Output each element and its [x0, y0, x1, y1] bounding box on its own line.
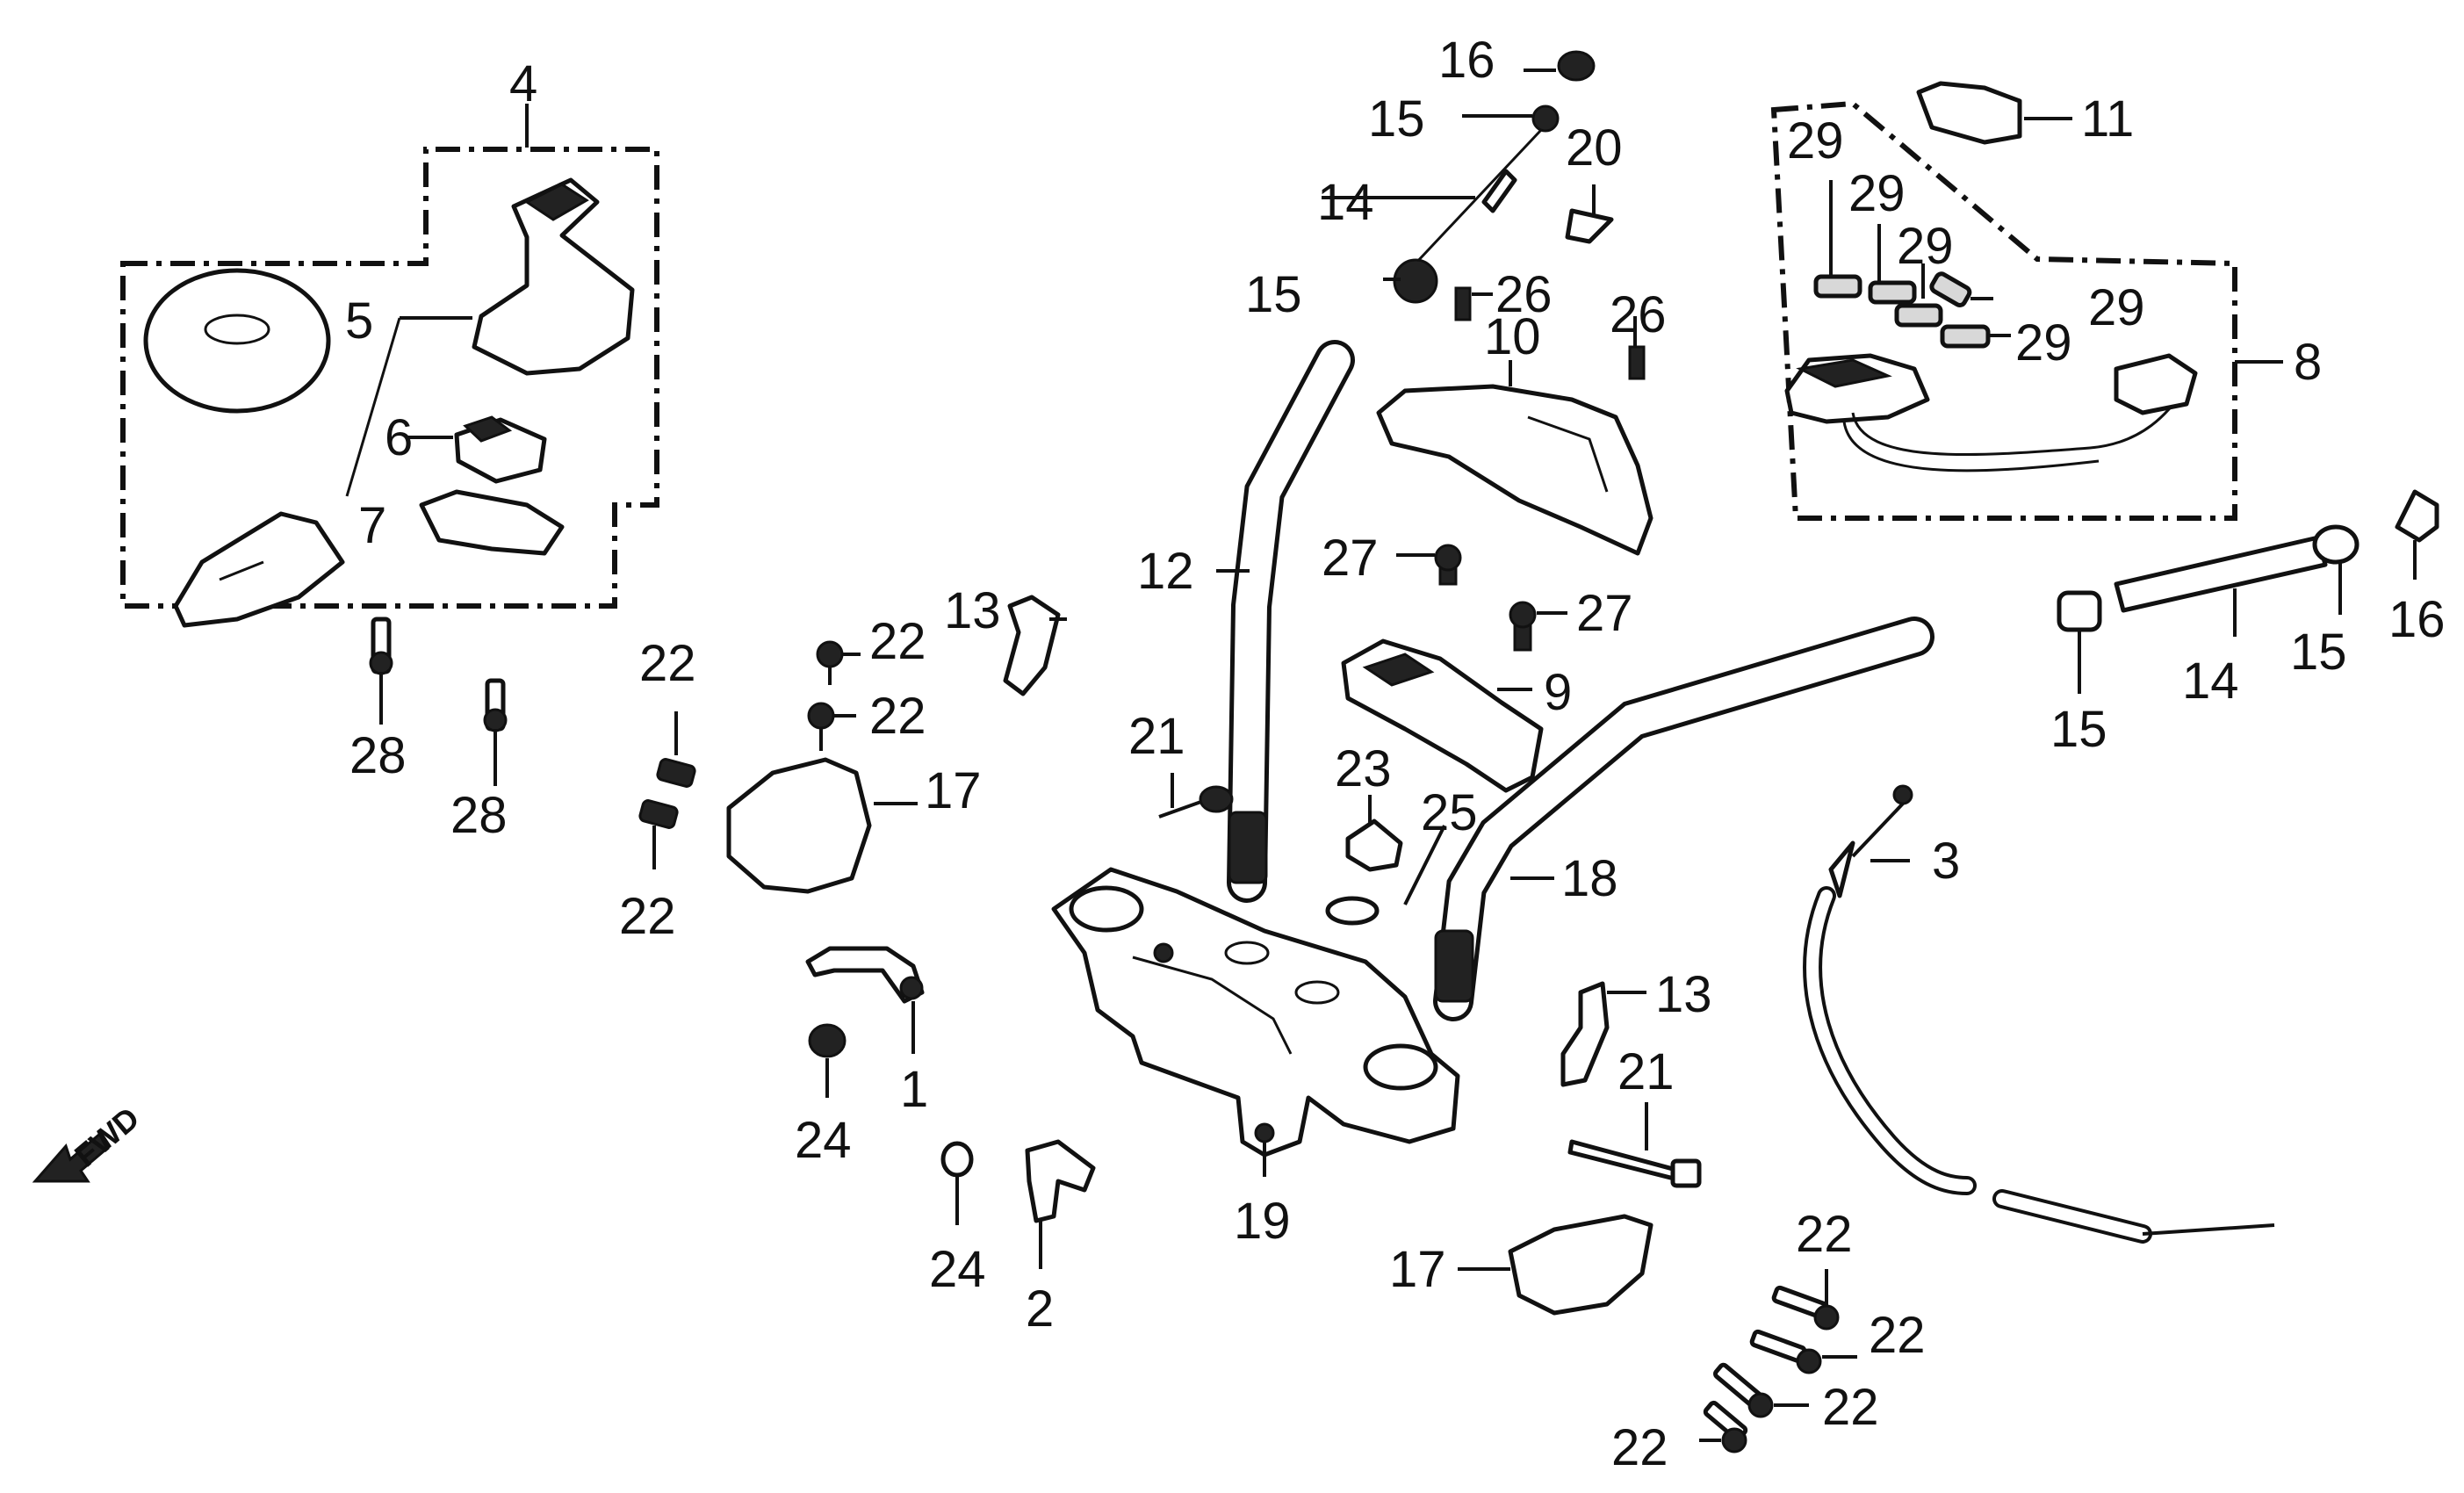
callout-12: 12: [1137, 543, 1194, 600]
bracket-9: [1341, 544, 1567, 793]
callout-10: 10: [1484, 308, 1541, 365]
callout-13a: 13: [944, 582, 1001, 639]
switch-harness-group: [1770, 81, 2283, 521]
damper-assembly-right: [2057, 489, 2439, 694]
callout-21a: 21: [1128, 708, 1185, 765]
callout-21b: 21: [1617, 1043, 1675, 1100]
callout-18: 18: [1561, 850, 1618, 907]
callout-27b: 27: [1576, 585, 1633, 642]
callout-15c: 15: [2290, 624, 2347, 681]
callout-5: 5: [345, 292, 373, 350]
callout-29d: 29: [2088, 279, 2145, 336]
callout-17a: 17: [925, 762, 982, 819]
fasteners-center: [1158, 773, 1446, 926]
callout-4: 4: [509, 55, 537, 112]
callout-23: 23: [1335, 740, 1392, 797]
callout-22a: 22: [869, 613, 926, 670]
callout-3: 3: [1932, 833, 1960, 890]
handlebar-12: [1216, 340, 1355, 903]
callout-15a: 15: [1368, 90, 1425, 148]
bolt-28-pair: [369, 617, 508, 786]
callout-28b: 28: [450, 787, 508, 844]
callout-26b: 26: [1610, 286, 1667, 343]
callout-26a: 26: [1495, 266, 1553, 323]
callout-29e: 29: [2015, 314, 2072, 371]
callout-14b: 14: [2182, 653, 2239, 710]
callout-22f: 22: [1869, 1307, 1926, 1364]
callout-22b: 22: [869, 688, 926, 745]
callout-22g: 22: [1822, 1379, 1879, 1436]
callout-28a: 28: [349, 727, 407, 784]
callout-24b: 24: [929, 1241, 986, 1298]
callout-13b: 13: [1655, 966, 1712, 1023]
callout-15d: 15: [2050, 701, 2107, 758]
callout-22d: 22: [619, 888, 676, 945]
callout-11: 11: [2081, 90, 2134, 148]
callout-14a: 14: [1317, 174, 1374, 231]
callout-7: 7: [358, 497, 386, 554]
top-cover-10: [1376, 360, 1653, 556]
bolt-22-set: [1699, 1269, 1857, 1453]
callout-27a: 27: [1322, 530, 1379, 587]
callout-19: 19: [1234, 1193, 1291, 1250]
callout-9: 9: [1544, 664, 1572, 721]
callout-16a: 16: [1438, 32, 1495, 89]
callout-15b: 15: [1245, 266, 1302, 323]
lower-left-fittings: [638, 595, 1067, 894]
callout-22h: 22: [1611, 1419, 1668, 1476]
callout-24a: 24: [795, 1112, 852, 1169]
ignition-switch-group: [120, 104, 659, 628]
callout-29a: 29: [1787, 112, 1844, 169]
fwd-arrow: [32, 1130, 112, 1183]
handlebar-18: [1433, 617, 1934, 1021]
lower-right-fittings: [1458, 981, 1702, 1316]
callout-25: 25: [1421, 784, 1478, 841]
callout-20: 20: [1566, 119, 1623, 177]
callout-29c: 29: [1897, 218, 1954, 275]
clips-and-nuts: [805, 946, 1096, 1269]
damper-assembly-top: [1322, 50, 1646, 380]
top-bridge-19: [1051, 867, 1460, 1177]
callout-1: 1: [900, 1061, 928, 1118]
callout-17b: 17: [1389, 1241, 1446, 1298]
callout-16b: 16: [2388, 591, 2446, 648]
cable-3: [1803, 784, 2275, 1244]
callout-22c: 22: [639, 635, 696, 692]
callout-8: 8: [2294, 334, 2322, 391]
callout-22e: 22: [1796, 1206, 1853, 1263]
callout-6: 6: [385, 409, 413, 466]
callout-2: 2: [1026, 1280, 1054, 1338]
callout-29b: 29: [1848, 165, 1906, 222]
